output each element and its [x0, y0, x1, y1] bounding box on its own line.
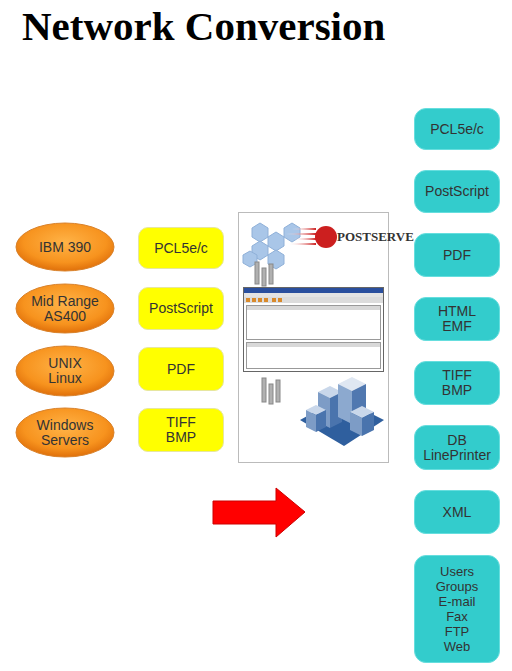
diagram-title: Network Conversion — [22, 2, 385, 50]
output-format-box: PDF — [414, 233, 500, 277]
node-label: PostScript — [425, 184, 489, 199]
flow-arrow — [213, 488, 305, 537]
input-format-box: TIFF BMP — [138, 408, 224, 452]
printer-towers — [255, 262, 273, 286]
node-label: XML — [443, 505, 472, 520]
output-format-box: PCL5e/c — [414, 108, 500, 150]
node-label: Windows Servers — [28, 418, 103, 448]
node-label: PDF — [167, 362, 195, 377]
node-label: TIFF BMP — [159, 415, 204, 445]
illustration-frame — [239, 213, 389, 463]
server-blocks — [300, 377, 384, 446]
output-format-box: Users Groups E-mail Fax FTP Web — [414, 555, 500, 663]
output-format-box: TIFF BMP — [414, 361, 500, 405]
source-system-ellipse: Mid Range AS400 — [15, 283, 115, 334]
input-format-box: PDF — [138, 347, 224, 391]
product-logo-text: POSTSERVE — [337, 229, 414, 245]
node-label: HTML EMF — [432, 304, 482, 334]
node-label: PCL5e/c — [154, 241, 208, 256]
input-format-box: PCL5e/c — [138, 227, 224, 269]
node-label: PDF — [443, 248, 471, 263]
node-label: PostScript — [149, 301, 213, 316]
output-format-box: DB LinePrinter — [414, 425, 500, 470]
node-label: UNIX Linux — [40, 356, 90, 386]
speed-streaks — [286, 228, 316, 245]
source-system-ellipse: Windows Servers — [15, 407, 115, 458]
output-format-box: PostScript — [414, 170, 500, 213]
node-label: TIFF BMP — [435, 368, 480, 398]
logo-mark — [315, 226, 337, 248]
software-screenshot — [244, 288, 384, 372]
printer-towers — [262, 378, 280, 404]
node-label: Mid Range AS400 — [28, 294, 103, 324]
output-format-box: XML — [414, 490, 500, 534]
input-format-box: PostScript — [138, 287, 224, 330]
hexagon-pattern — [243, 223, 300, 269]
output-format-box: HTML EMF — [414, 297, 500, 341]
node-label: Users Groups E-mail Fax FTP Web — [434, 564, 480, 654]
node-label: DB LinePrinter — [417, 433, 497, 463]
node-label: PCL5e/c — [430, 122, 484, 137]
node-label: IBM 390 — [39, 240, 91, 255]
source-system-ellipse: UNIX Linux — [15, 345, 115, 397]
source-system-ellipse: IBM 390 — [15, 222, 115, 272]
product-illustration — [239, 213, 389, 463]
